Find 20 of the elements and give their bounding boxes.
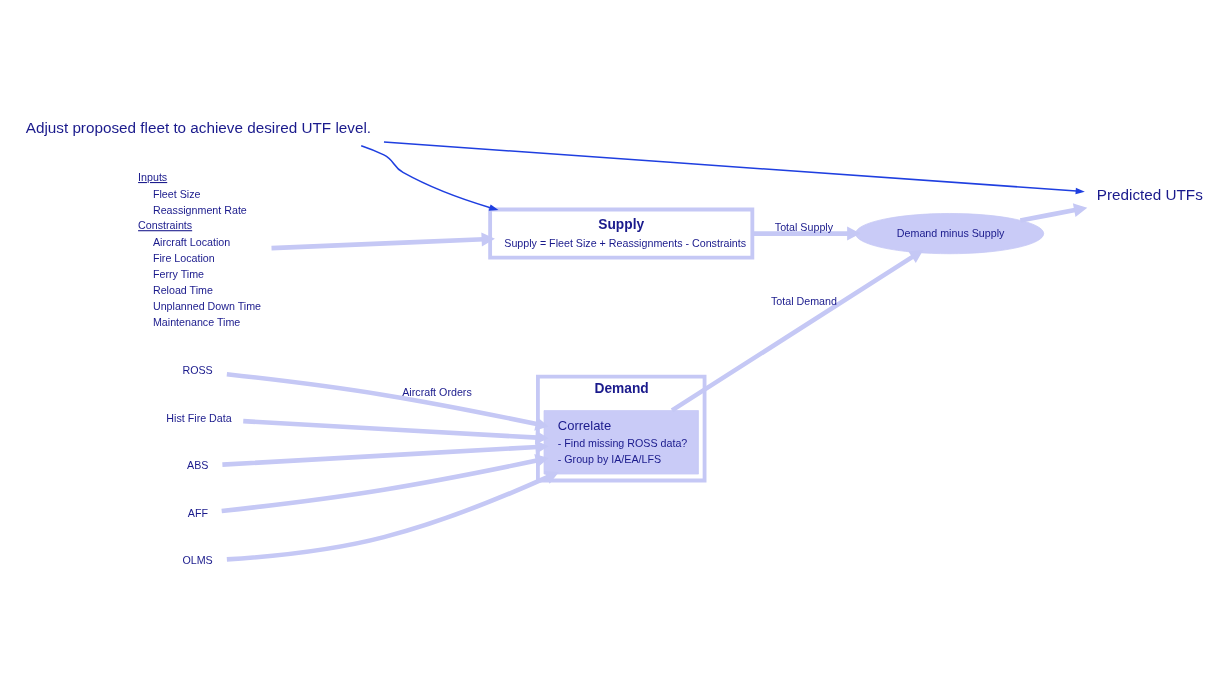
arrow	[670, 249, 924, 413]
arrow	[383, 141, 1085, 195]
node-box: Correlate - Find missing ROSS data? - Group by IA/EA/LFS	[543, 410, 699, 475]
node-text: AFF	[187, 506, 208, 519]
node-text: OLMS	[182, 554, 213, 567]
arrow	[226, 471, 559, 562]
edge-label: Total Demand	[770, 294, 837, 307]
arrow	[271, 232, 495, 251]
node-ellipse: Demand minus Supply	[855, 213, 1045, 255]
node-box: Supply Supply = Fleet Size + Reassignments - Constraints	[488, 207, 755, 260]
arrow	[360, 145, 499, 211]
node-text: Predicted UTFs	[1096, 185, 1203, 203]
edge-label: Total Supply	[774, 220, 834, 233]
edge-label: Aircraft Orders	[402, 385, 472, 398]
node-text: Hist Fire Data	[166, 411, 232, 424]
arrow	[1019, 203, 1088, 223]
node-text: Adjust proposed fleet to achieve desired UTF level.	[25, 118, 372, 136]
node-text: ABS	[187, 459, 209, 472]
node-text: ROSS	[182, 364, 213, 377]
node-text: Inputs Fleet Size Reassignment Rate Constraints Aircraft Location Fire Location Ferry Time Reload Time Unplanned Down Time Maintenance Time	[138, 171, 262, 329]
